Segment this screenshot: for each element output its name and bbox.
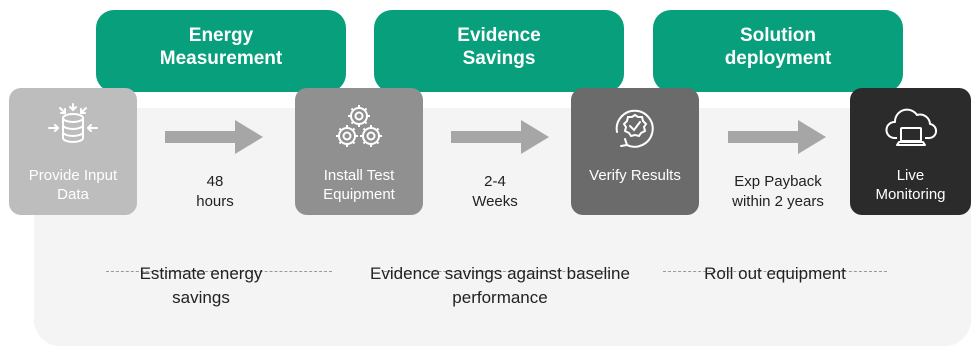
phase-evidence-savings: Evidence Savings [374,10,624,92]
steps-background-panel [34,108,971,346]
step-label: Install Test Equipment [323,167,395,203]
step-live-monitoring: Live Monitoring [850,88,971,215]
arrow-right-icon [165,120,263,154]
phase-energy-measurement: Energy Measurement [96,10,346,92]
step-label: Live Monitoring [875,167,946,203]
dashed-divider [384,271,610,272]
phase-title: Energy Measurement [159,25,283,69]
phase-description: Evidence savings against baseline perfor… [370,264,630,307]
step-label: Verify Results [589,167,681,184]
phase-description: Roll out equipment [704,264,846,283]
cloud-laptop-icon [883,100,939,156]
gears-icon [331,100,387,156]
phase-description: Estimate energy savings [139,264,263,307]
duration-label: 48 hours [196,173,234,210]
step-verify-results: Verify Results [571,88,699,215]
duration-label: 2-4 Weeks [472,173,518,210]
phase-title: Solution deployment [724,25,832,69]
step-label: Provide Input Data [28,167,118,203]
database-input-icon [45,100,101,156]
verified-check-cycle-icon [607,100,663,156]
dashed-divider [663,271,887,272]
phase-solution-deployment: Solution deployment [653,10,903,92]
step-install-test-equipment: Install Test Equipment [295,88,423,215]
step-provide-input-data: Provide Input Data [9,88,137,215]
duration-label: Exp Payback within 2 years [732,173,824,210]
arrow-right-icon [451,120,549,154]
arrow-right-icon [728,120,826,154]
dashed-divider [106,271,332,272]
phase-title: Evidence Savings [457,25,541,69]
